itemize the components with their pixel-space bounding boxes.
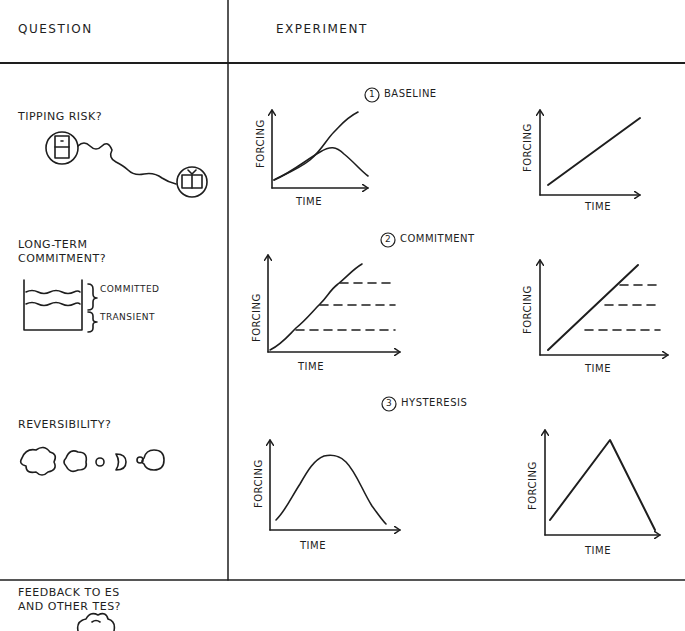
callout-number: 1 xyxy=(369,89,375,100)
hysteresis-charts xyxy=(270,430,660,535)
axis-label: FORCING xyxy=(255,119,268,168)
header-rule xyxy=(0,62,685,64)
axis-label: FORCING xyxy=(253,459,266,508)
question-label: REVERSIBILITY? xyxy=(18,418,111,432)
number-circle xyxy=(381,233,395,247)
brace-label: COMMITTED xyxy=(100,284,160,295)
experiment-title: BASELINE xyxy=(384,88,437,101)
axis-label: FORCING xyxy=(522,123,535,172)
callout-number: 2 xyxy=(385,234,391,245)
row-rule xyxy=(0,579,685,581)
axis-label: FORCING xyxy=(251,293,264,342)
number-circle xyxy=(382,397,396,411)
number-circle xyxy=(365,88,379,102)
experiment-title: HYSTERESIS xyxy=(401,397,467,410)
axis-label: TIME xyxy=(298,361,324,374)
axis-label: FORCING xyxy=(527,461,540,510)
axis-label: TIME xyxy=(585,201,611,214)
column-rule xyxy=(227,0,229,580)
baseline-charts xyxy=(272,110,640,195)
tipping-icon xyxy=(46,132,207,197)
axis-label: TIME xyxy=(585,363,611,376)
commitment-icon xyxy=(24,280,97,332)
commitment-charts xyxy=(268,255,668,355)
brace-label: TRANSIENT xyxy=(100,312,155,323)
axis-label: FORCING xyxy=(522,285,535,334)
column-header: EXPERIMENT xyxy=(276,22,368,37)
callout-number: 3 xyxy=(386,398,392,409)
reversibility-icon xyxy=(21,447,164,475)
axis-label: TIME xyxy=(300,540,326,553)
question-label: LONG-TERM COMMITMENT? xyxy=(18,238,123,266)
question-label: FEEDBACK TO ES AND OTHER TES? xyxy=(18,586,148,614)
column-header: QUESTION xyxy=(18,22,93,37)
feedback-icon xyxy=(78,614,115,631)
axis-label: TIME xyxy=(585,545,611,558)
experiment-title: COMMITMENT xyxy=(400,233,475,246)
axis-label: TIME xyxy=(296,196,322,209)
question-label: TIPPING RISK? xyxy=(18,110,102,124)
